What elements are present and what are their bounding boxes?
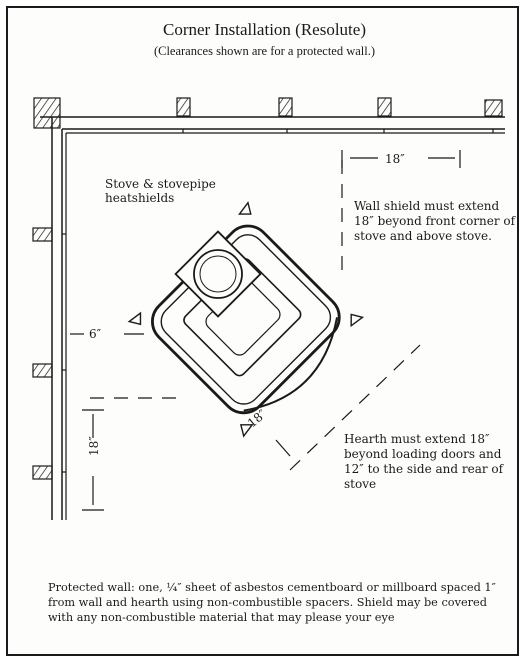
dimension-top-label: 18″ <box>385 152 405 166</box>
stove-foot <box>127 311 142 326</box>
heatshield-label: Stove & stovepipe heatshields <box>105 177 216 205</box>
stove-foot <box>238 201 252 215</box>
dimension-top-18 <box>341 150 461 168</box>
stove-foot <box>350 313 365 328</box>
stud <box>32 465 53 480</box>
wall-shield-note: Wall shield must extend 18″ beyond front… <box>354 199 516 243</box>
stovepipe-collar <box>174 230 262 318</box>
wall-studs-top <box>33 97 503 129</box>
stud <box>278 97 293 117</box>
diagram-subtitle: (Clearances shown are for a protected wa… <box>153 44 376 58</box>
stud-corner <box>33 97 61 129</box>
spacers-top <box>182 129 494 133</box>
wall-top <box>40 116 505 130</box>
stove <box>127 201 365 438</box>
stud <box>377 97 392 117</box>
dimension-left-label: 6″ <box>89 327 102 341</box>
stud <box>32 363 53 378</box>
hearth-outline <box>90 160 421 471</box>
stove-loading-door <box>243 317 339 412</box>
stud <box>484 99 503 117</box>
dimension-side-label: 18″ <box>87 436 101 456</box>
stud <box>32 227 53 242</box>
spacers-left <box>62 233 66 473</box>
protected-wall-note: Protected wall: one, ¼″ sheet of asbesto… <box>48 581 496 624</box>
wall-studs-left <box>32 227 53 480</box>
diagram-title: Corner Installation (Resolute) <box>162 20 366 39</box>
dimension-left-18 <box>82 409 104 511</box>
stove-foot <box>239 424 254 438</box>
hearth-note: Hearth must extend 18″ beyond loading do… <box>344 432 504 491</box>
wall-left <box>51 117 63 520</box>
stud <box>176 97 191 117</box>
